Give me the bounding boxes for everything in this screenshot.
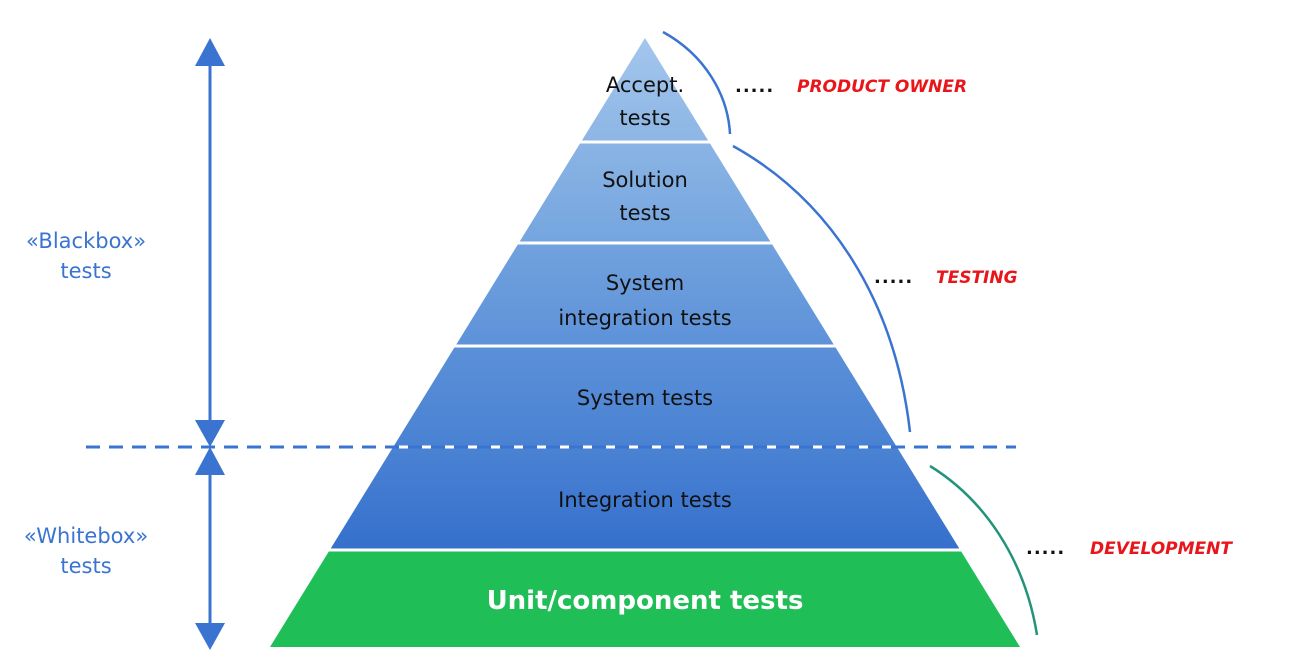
role-testing: TESTING <box>936 268 1018 288</box>
layer-labels: Accept. tests Solution tests System inte… <box>487 73 804 616</box>
pyramid-layer-unit-component <box>270 551 1020 647</box>
layer-label-integration: Integration tests <box>558 488 732 512</box>
blackbox-arrow <box>195 38 225 447</box>
layer-label-unit-component: Unit/component tests <box>487 586 804 616</box>
layer-label-system-integration-line1: System <box>606 271 684 295</box>
pyramid-layer-system-integration <box>456 244 834 345</box>
whitebox-arrow <box>195 447 225 650</box>
layer-label-acceptance-line1: Accept. <box>606 73 684 97</box>
layer-label-system: System tests <box>577 386 713 410</box>
arrow-down-icon <box>195 623 225 650</box>
arrow-up-icon <box>195 447 225 475</box>
arrow-down-icon <box>195 420 225 447</box>
blackbox-label-line2: tests <box>60 259 111 283</box>
whitebox-label-line1: «Whitebox» <box>24 524 148 548</box>
pyramid-layer-acceptance <box>581 38 709 141</box>
pyramid-layer-integration <box>330 448 960 549</box>
product-owner-bracket <box>662 30 732 135</box>
blackbox-label-line1: «Blackbox» <box>26 229 146 253</box>
development-bracket <box>929 464 1039 636</box>
product-owner-leader-dots: ..... <box>735 76 774 97</box>
pyramid-layer-system <box>394 347 896 446</box>
whitebox-label-line2: tests <box>60 554 111 578</box>
testing-bracket <box>732 144 912 433</box>
development-leader-dots: ..... <box>1026 538 1065 559</box>
testing-leader-dots: ..... <box>874 267 913 288</box>
pyramid-layers <box>270 38 1020 647</box>
layer-label-acceptance-line2: tests <box>619 106 670 130</box>
layer-label-system-integration-line2: integration tests <box>558 306 731 330</box>
arrow-up-icon <box>195 38 225 66</box>
pyramid-layer-solution <box>519 143 771 242</box>
layer-label-solution-line1: Solution <box>602 168 688 192</box>
layer-label-solution-line2: tests <box>619 201 670 225</box>
role-product-owner: PRODUCT OWNER <box>797 77 967 97</box>
role-development: DEVELOPMENT <box>1090 539 1233 559</box>
